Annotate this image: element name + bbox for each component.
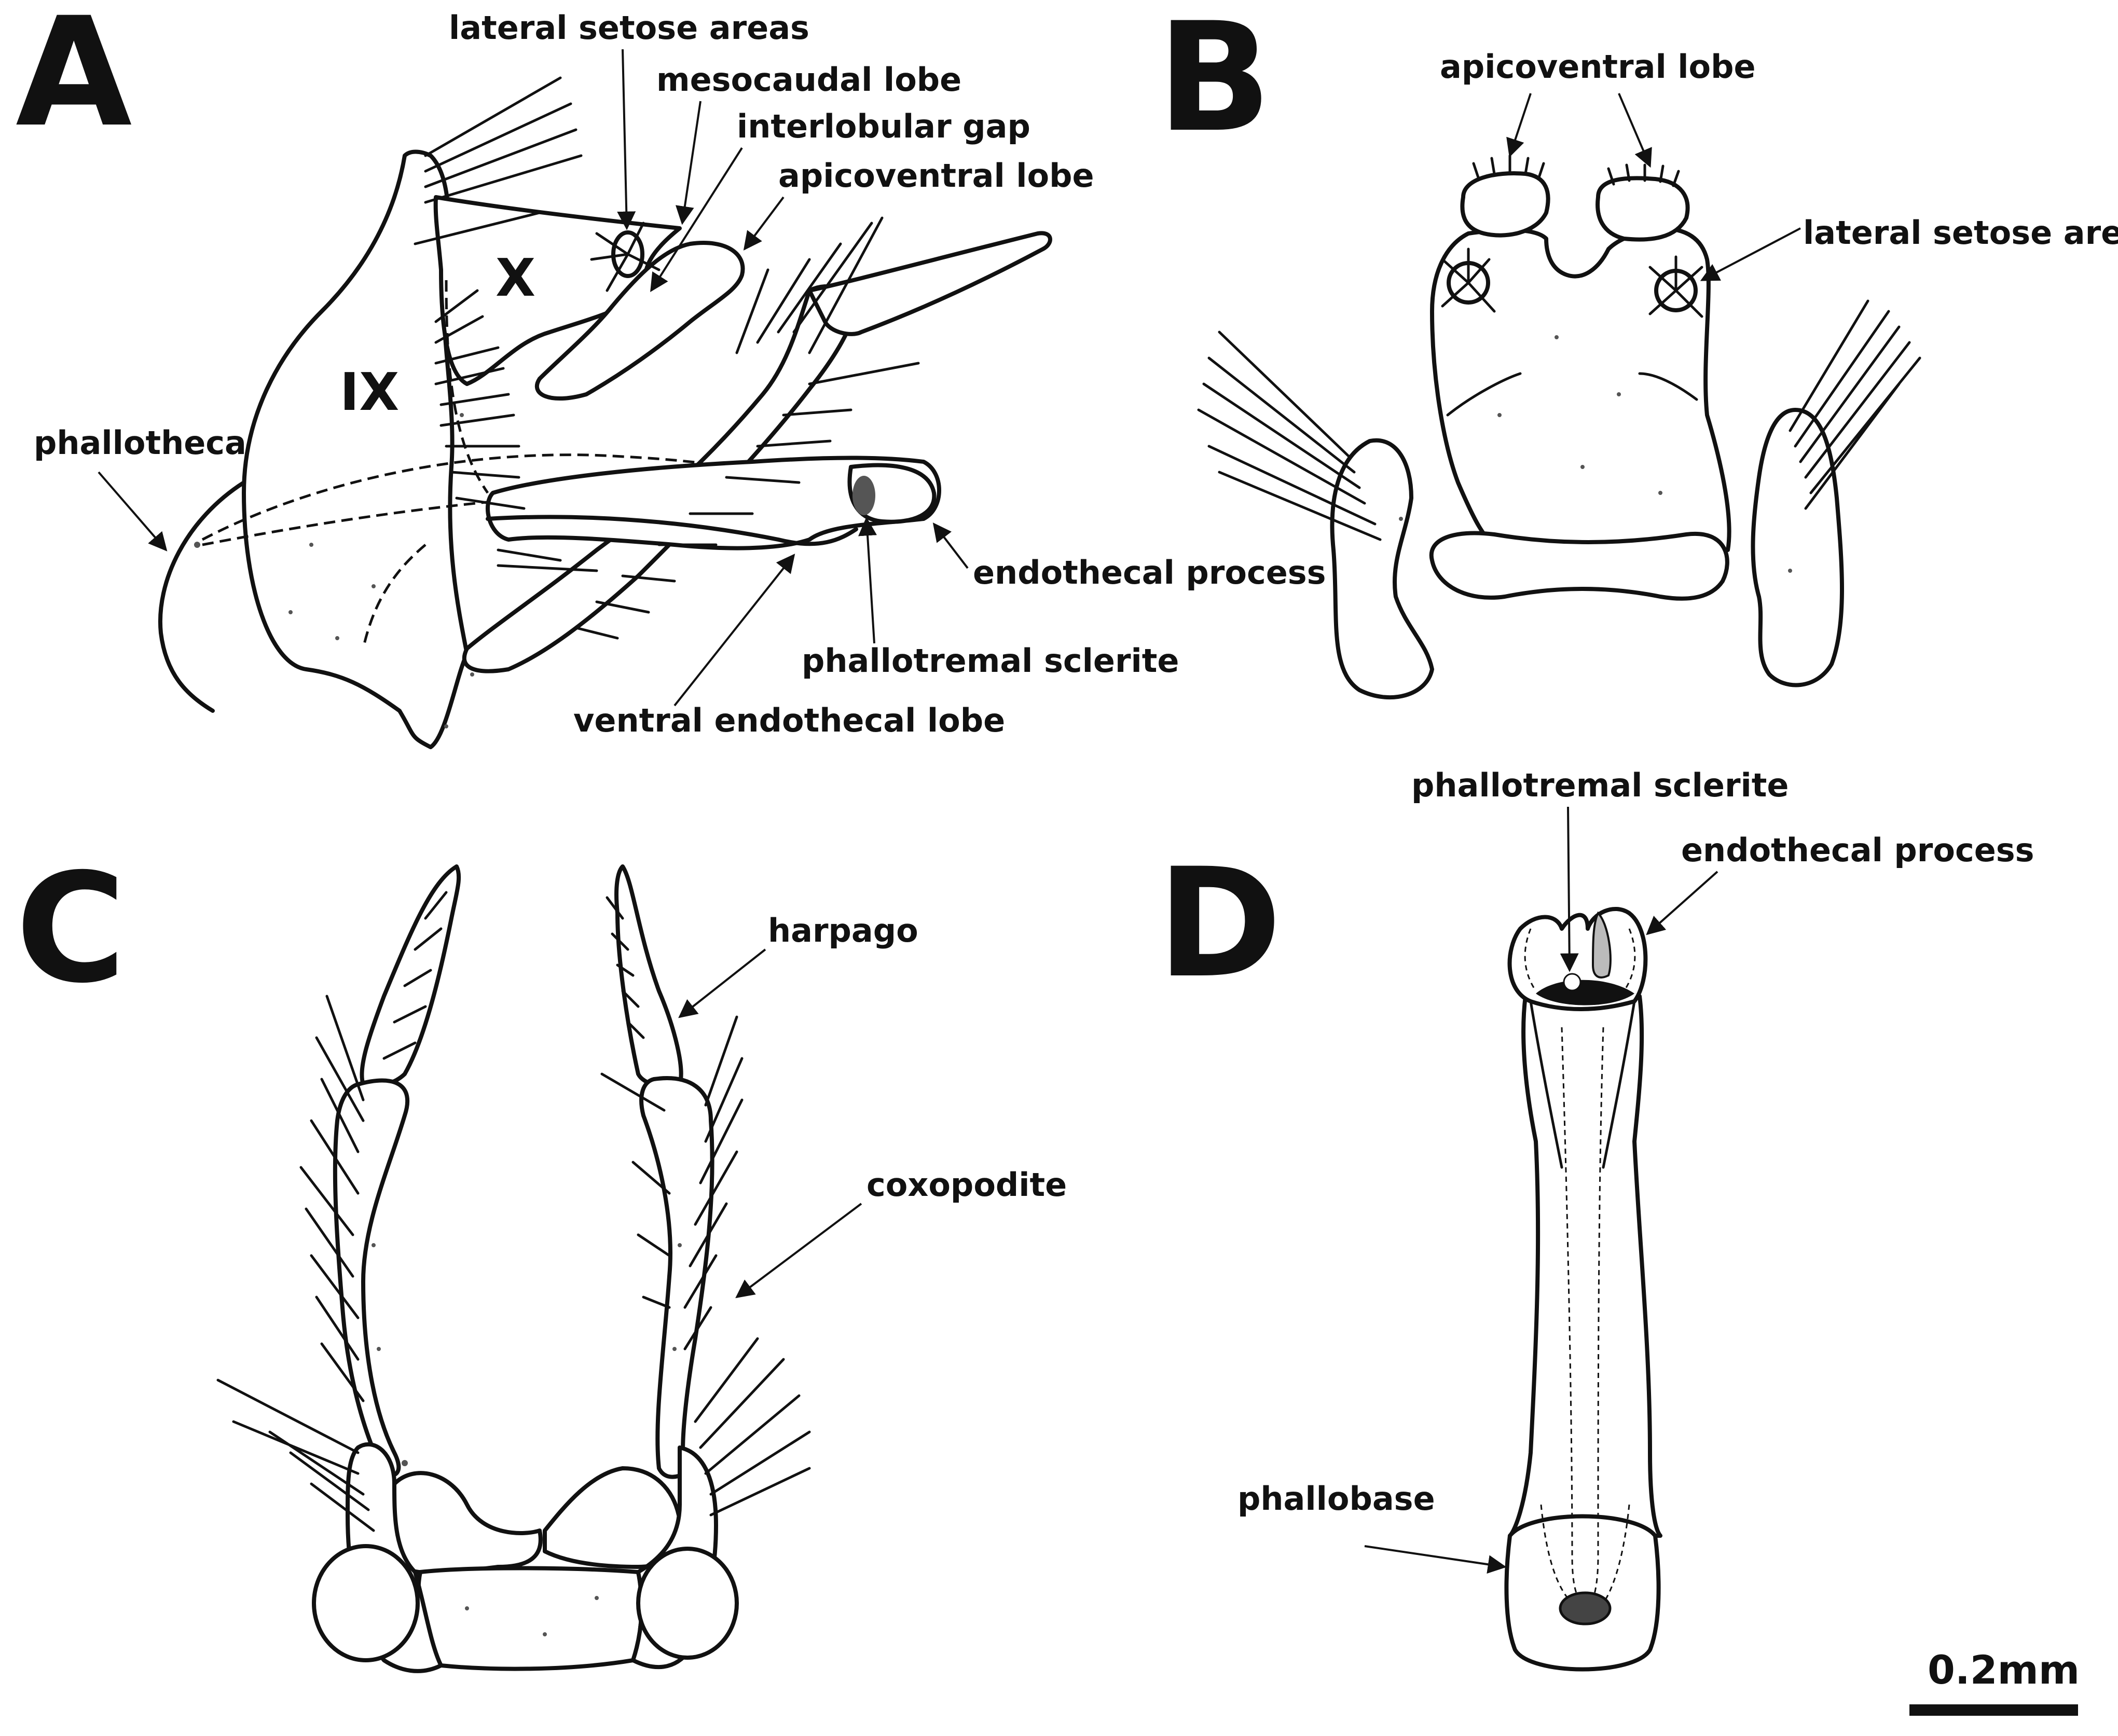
- scale-bar: 0.2mm: [1909, 1647, 2080, 1716]
- pointer-b-apicoventral-lobe-right: [1618, 93, 1652, 168]
- pointer-b-lateral-setose-areas: [1700, 227, 1801, 281]
- pointer-a-apicoventral-lobe: [743, 196, 785, 251]
- lateral-setose-rays-b-right: [1648, 255, 1703, 318]
- pointer-c-harpago: [678, 948, 766, 1018]
- pointer-d-phallotremal-sclerite: [1560, 806, 1579, 972]
- pointer-a-mesocaudal-lobe: [675, 101, 702, 225]
- label-a-phallotheca: phallotheca: [34, 424, 246, 462]
- label-a-interlobular-gap: interlobular gap: [737, 107, 1030, 145]
- dorsal-spine-process-a: [807, 231, 1052, 336]
- label-b-apicoventral-lobe: apicoventral lobe: [1440, 48, 1756, 86]
- panel-a: A IX X: [16, 0, 1326, 749]
- endothecal-process-d: [1591, 911, 1612, 979]
- setae-coxopodite-c-left: [216, 995, 375, 1532]
- panel-letter-b: B: [1157, 0, 1272, 166]
- setae-coxopodite-b-left: [1197, 330, 1382, 541]
- setae-coxopodite-c-right: [600, 1015, 811, 1517]
- pointer-c-coxopodite: [735, 1203, 862, 1299]
- panel-b: B apicoventral lobe lateral setose areas: [1157, 0, 2118, 699]
- coxopodite-b-right: [1751, 408, 1844, 687]
- ventral-plate-b: [1429, 531, 1729, 601]
- pointer-a-interlobular-gap: [650, 147, 743, 293]
- segment-inner-curve-b-left: [1446, 372, 1522, 417]
- phallus-inner-stroke-right: [1602, 1000, 1636, 1169]
- segment-ix: [242, 149, 469, 749]
- label-a-endothecal-process: endothecal process: [973, 554, 1326, 591]
- harpago-c-left: [360, 864, 461, 1089]
- lateral-setose-rays-b-left: [1441, 247, 1496, 313]
- scale-bar-line: [1909, 1704, 2078, 1716]
- panel-d: D phallotremal sclerite endothecal proce…: [1157, 766, 2034, 1672]
- label-a-apicoventral-lobe: apicoventral lobe: [778, 157, 1094, 195]
- coxopodite-b-left: [1330, 438, 1434, 699]
- setae-ix-lateral: [434, 289, 526, 510]
- pointer-d-phallobase: [1364, 1545, 1507, 1574]
- setae-harpago-c-right: [606, 896, 645, 1039]
- label-a-phallotremal-sclerite: phallotremal sclerite: [802, 642, 1179, 680]
- label-c-harpago: harpago: [768, 912, 918, 949]
- phallobase-gonopore-d: [1559, 1591, 1612, 1625]
- label-a-mesocaudal-lobe: mesocaudal lobe: [656, 61, 961, 99]
- condyle-c-left: [312, 1544, 420, 1662]
- pointer-a-phallotremal-sclerite: [858, 517, 877, 644]
- basal-plate-c-center: [416, 1566, 644, 1671]
- setae-coxopodite-a: [497, 216, 920, 640]
- label-d-phallotremal-sclerite: phallotremal sclerite: [1411, 766, 1789, 804]
- lateral-setose-rays-a: [590, 222, 661, 292]
- label-a-lateral-setose-areas: lateral setose areas: [449, 9, 809, 47]
- basal-plate-c-right-inner: [543, 1466, 682, 1569]
- scale-bar-label: 0.2mm: [1928, 1647, 2080, 1693]
- pointer-b-apicoventral-lobe-left: [1506, 93, 1532, 158]
- panel-letter-a: A: [16, 0, 133, 160]
- label-c-coxopodite: coxopodite: [867, 1166, 1067, 1204]
- phallotremal-opening-d: [1563, 973, 1581, 991]
- label-a-ventral-endothecal-lobe: ventral endothecal lobe: [573, 701, 1005, 739]
- pointer-a-ventral-endothecal-lobe: [673, 554, 795, 707]
- setae-harpago-c-left: [382, 891, 448, 1060]
- phallus-body-d: [1508, 994, 1662, 1538]
- segment-label-ix: IX: [340, 362, 399, 422]
- apicoventral-lobe-a: [534, 241, 745, 401]
- panel-letter-c: C: [16, 842, 126, 1016]
- pointer-d-endothecal-process: [1646, 871, 1718, 935]
- label-b-lateral-setose-areas: lateral setose areas: [1803, 214, 2118, 252]
- panel-c: C harpago coxopodite: [16, 842, 1067, 1673]
- coxopodite-c-left: [333, 1078, 409, 1478]
- setae-coxopodite-b-right: [1789, 299, 1921, 510]
- phallotheca-curve: [158, 480, 246, 713]
- phallotheca-dashed-line-1: [201, 453, 857, 541]
- harpago-c-right: [614, 864, 683, 1089]
- ventral-endothecal-lobe-a: [486, 515, 858, 546]
- label-d-endothecal-process: endothecal process: [1681, 831, 2034, 869]
- phallus-inner-stroke-left: [1529, 1000, 1563, 1169]
- pointer-a-endothecal-process: [932, 522, 969, 569]
- setae-ix-dorsal: [414, 76, 583, 245]
- apicoventral-lobe-b-left: [1460, 171, 1550, 238]
- phallotremal-sclerite-d: [1536, 980, 1634, 1005]
- ix-ventral-dashed: [362, 544, 427, 649]
- segment-label-x: X: [496, 247, 535, 308]
- segment-inner-curve-b-right: [1638, 372, 1698, 401]
- condyle-c-right: [636, 1547, 739, 1660]
- pointer-a-phallotheca: [98, 471, 168, 552]
- phallus-inner-dashed-4: [1602, 1504, 1630, 1604]
- pointer-a-lateral-setose-areas: [617, 49, 636, 230]
- panel-letter-d: D: [1157, 836, 1282, 1011]
- endothecal-process-outline-d: [1524, 928, 1636, 991]
- basal-plate-c-left-inner: [385, 1471, 543, 1575]
- label-d-phallobase: phallobase: [1237, 1480, 1435, 1518]
- setae-apicoventral-b: [1472, 154, 1680, 187]
- apicoventral-lobe-b-right: [1596, 176, 1690, 242]
- phallotremal-sclerite-a: [852, 476, 875, 515]
